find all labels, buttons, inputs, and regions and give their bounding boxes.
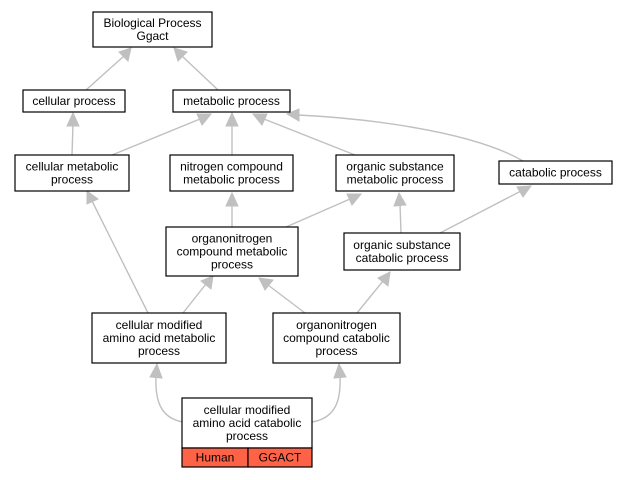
node-label-line: compound metabolic <box>177 245 288 259</box>
node-label-line: organic substance <box>346 160 444 174</box>
node-box <box>181 397 313 449</box>
arrowhead <box>225 111 239 127</box>
node-box <box>498 160 613 185</box>
node-label-line: metabolic process <box>183 173 280 187</box>
node-box <box>22 89 126 113</box>
node-box <box>172 89 291 113</box>
node-cellular[interactable]: cellular process <box>22 89 126 113</box>
node-label-line: Biological Process <box>103 16 201 30</box>
edge-cmaacat-to-cmaamet <box>155 375 184 423</box>
arrowhead <box>516 185 533 198</box>
edge-orgmet-to-metabolic <box>263 118 356 156</box>
arrowhead <box>346 193 363 206</box>
node-label-line: process <box>51 173 93 187</box>
arrowhead <box>225 191 239 207</box>
edge-oncat-to-onmet <box>267 284 306 314</box>
edge-cmaamet-to-cellmet <box>91 200 149 314</box>
node-label-line: process <box>211 258 253 272</box>
node-box <box>92 11 213 48</box>
node-metabolic[interactable]: metabolic process <box>172 89 291 113</box>
arrowhead <box>149 362 163 379</box>
arrowhead <box>393 191 407 207</box>
node-box <box>91 312 227 364</box>
node-label-line: organic substance <box>353 238 451 252</box>
node-box <box>169 154 294 192</box>
graph-edges <box>66 47 533 423</box>
node-box <box>343 232 461 271</box>
gene-label: GGACT <box>259 451 302 465</box>
edge-cmaacat-to-oncat <box>311 375 341 423</box>
node-label-line: metabolic process <box>347 173 444 187</box>
arrowhead <box>258 277 274 291</box>
arrowhead <box>285 108 300 122</box>
arrowhead <box>173 47 188 62</box>
node-label-line: cellular modified <box>204 403 291 417</box>
node-label-line: compound catabolic <box>283 331 390 345</box>
edge-orgcat-to-orgmet <box>399 203 402 234</box>
node-label-line: organonitrogen <box>296 318 377 332</box>
arrowhead <box>377 271 391 287</box>
species-label: Human <box>196 451 235 465</box>
edge-onmet-to-orgmet <box>285 198 351 228</box>
node-label-line: catabolic process <box>356 251 449 265</box>
edge-oncat-to-orgcat <box>356 280 384 314</box>
node-label-line: cellular modified <box>116 318 203 332</box>
gene-tag[interactable] <box>247 447 313 468</box>
node-box <box>165 226 299 277</box>
edge-cmaamet-to-onmet <box>182 283 207 314</box>
arrowhead <box>118 47 132 62</box>
edge-cellular-to-bio <box>85 55 125 91</box>
arrowhead <box>66 111 80 127</box>
node-label-line: process <box>138 344 180 358</box>
node-label-line: metabolic process <box>183 94 280 108</box>
edge-metabolic-to-bio <box>181 55 219 91</box>
node-label-line: process <box>315 344 357 358</box>
node-label-line: cellular metabolic <box>26 160 119 174</box>
node-catabolic[interactable]: catabolic process <box>498 160 613 185</box>
node-label-line: catabolic process <box>509 166 602 180</box>
arrowhead <box>196 113 213 126</box>
node-label-line: organonitrogen <box>192 232 273 246</box>
node-label-line: process <box>226 429 268 443</box>
node-label-line: nitrogen compound <box>180 160 283 174</box>
gene-annotation-row: Human GGACT <box>181 447 313 468</box>
node-label-line: amino acid catabolic <box>193 416 302 430</box>
node-label-line: cellular process <box>32 94 115 108</box>
arrowhead <box>200 275 214 290</box>
node-box <box>335 154 455 192</box>
arrowhead <box>251 113 268 126</box>
edge-catabolic-to-metabolic <box>297 114 524 162</box>
node-label-line: amino acid metabolic <box>103 331 216 345</box>
edge-cellmet-to-cellular <box>71 123 74 156</box>
node-box <box>14 154 130 192</box>
arrowhead <box>86 190 99 205</box>
edge-cellmet-to-metabolic <box>111 118 201 156</box>
node-label-line: Ggact <box>136 29 169 43</box>
arrowhead <box>333 362 347 379</box>
edge-orgcat-to-catabolic <box>439 190 522 234</box>
node-box <box>272 312 401 364</box>
